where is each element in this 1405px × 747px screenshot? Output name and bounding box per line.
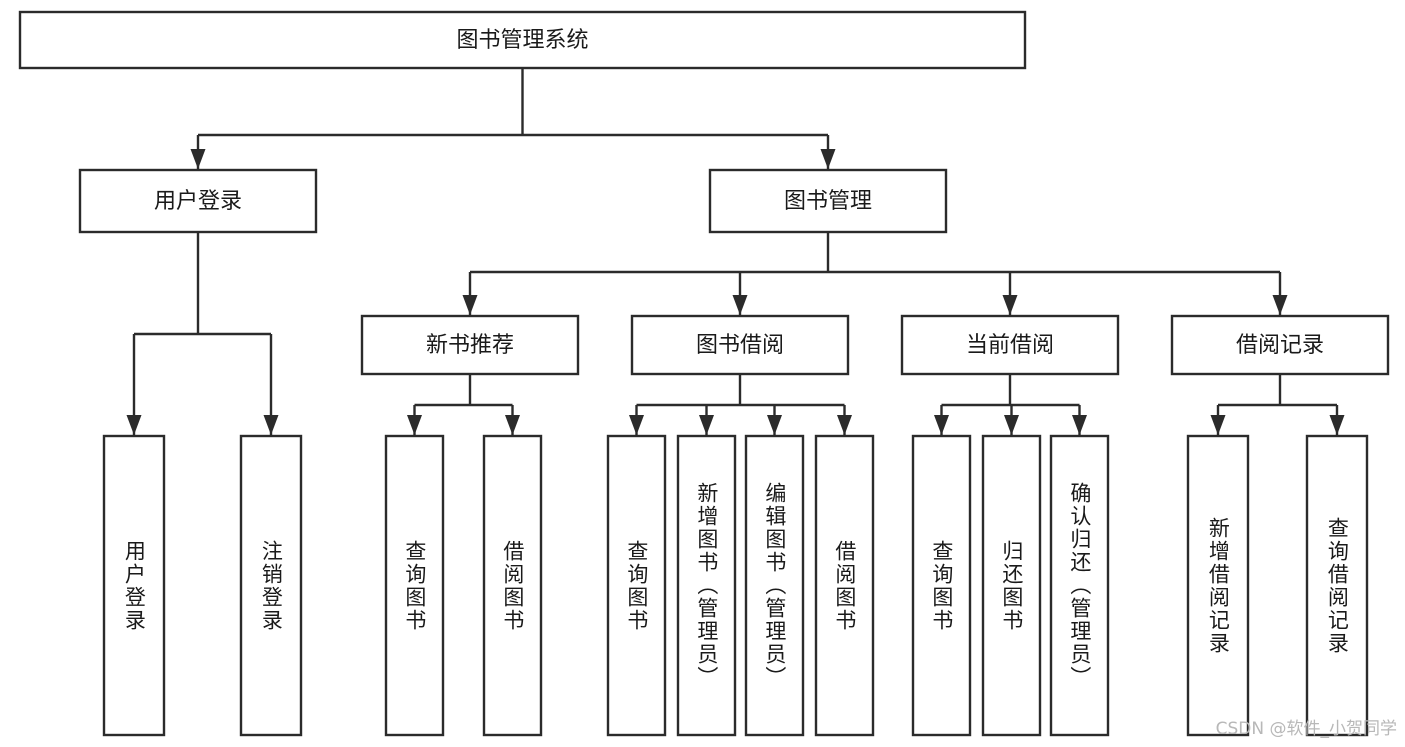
node-level3-图书借阅-label: 图书借阅 (696, 333, 784, 358)
node-leaf-用户登录[interactable] (102, 434, 166, 737)
node-level3-图书借阅[interactable]: 图书借阅 (630, 314, 850, 376)
arrow-head-icon-level3-2 (1002, 295, 1018, 315)
arrow-head-icon-level3-0 (462, 295, 478, 315)
node-level2-用户登录[interactable]: 用户登录 (78, 168, 318, 234)
node-level3-借阅记录-rect (1170, 314, 1390, 376)
node-leaf-编辑图书管理员[interactable] (744, 434, 805, 737)
node-level2-用户登录-label: 用户登录 (154, 189, 242, 214)
node-root-图书管理系统[interactable]: 图书管理系统 (18, 10, 1027, 70)
node-level3-当前借阅-rect (900, 314, 1120, 376)
node-level3-新书推荐-rect (360, 314, 580, 376)
arrow-head-icon-leaf-3 (505, 415, 520, 435)
arrow-head-icon-leaf-1 (263, 415, 279, 435)
arrow-head-icon-leaf-4 (629, 415, 644, 435)
arrow-head-icon-level2-0 (190, 149, 206, 169)
arrow-head-icon-leaf-12 (1329, 415, 1345, 435)
node-leaf-查询图书[interactable] (384, 434, 445, 737)
node-leaf-新增借阅记录-rect (1186, 434, 1250, 737)
node-level3-借阅记录-label: 借阅记录 (1236, 333, 1324, 358)
arrow-head-icon-leaf-5 (699, 415, 714, 435)
node-level3-图书借阅-rect (630, 314, 850, 376)
arrow-head-icon-leaf-2 (407, 415, 422, 435)
arrow-head-icon-leaf-0 (126, 415, 142, 435)
node-leaf-借阅图书-rect (482, 434, 543, 737)
node-leaf-查询图书[interactable] (606, 434, 667, 737)
node-leaf-新增借阅记录[interactable] (1186, 434, 1250, 737)
node-leaf-编辑图书管理员-rect (744, 434, 805, 737)
node-root-图书管理系统-label: 图书管理系统 (456, 28, 588, 53)
node-level3-当前借阅[interactable]: 当前借阅 (900, 314, 1120, 376)
connector-layer (126, 68, 1345, 435)
node-leaf-借阅图书[interactable] (482, 434, 543, 737)
node-level2-图书管理-label: 图书管理 (784, 189, 872, 214)
arrow-head-icon-leaf-11 (1210, 415, 1226, 435)
node-level3-当前借阅-label: 当前借阅 (966, 333, 1054, 358)
node-leaf-借阅图书[interactable] (814, 434, 875, 737)
node-leaf-归还图书[interactable] (981, 434, 1042, 737)
arrow-head-icon-level3-3 (1272, 295, 1288, 315)
arrow-head-icon-level3-1 (732, 295, 748, 315)
node-leaf-查询图书-rect (911, 434, 972, 737)
node-leaf-查询借阅记录-rect (1305, 434, 1369, 737)
node-level3-新书推荐[interactable]: 新书推荐 (360, 314, 580, 376)
node-level2-用户登录-rect (78, 168, 318, 234)
node-root-图书管理系统-rect (18, 10, 1027, 70)
node-leaf-用户登录-rect (102, 434, 166, 737)
arrow-head-icon-leaf-7 (837, 415, 852, 435)
node-level3-借阅记录[interactable]: 借阅记录 (1170, 314, 1390, 376)
node-leaf-确认归还管理员-rect (1049, 434, 1110, 737)
node-leaf-查询图书-rect (384, 434, 445, 737)
node-leaf-新增图书管理员[interactable] (676, 434, 737, 737)
arrow-head-icon-leaf-8 (934, 415, 949, 435)
node-level2-图书管理-rect (708, 168, 948, 234)
arrow-head-icon-level2-1 (820, 149, 836, 169)
node-leaf-新增图书管理员-rect (676, 434, 737, 737)
watermark-text: CSDN @软件_小贺同学 (1215, 719, 1397, 739)
arrow-head-icon-leaf-9 (1004, 415, 1019, 435)
node-leaf-注销登录-rect (239, 434, 303, 737)
node-leaf-借阅图书-rect (814, 434, 875, 737)
node-leaf-归还图书-rect (981, 434, 1042, 737)
arrow-head-icon-leaf-10 (1072, 415, 1087, 435)
node-leaf-确认归还管理员[interactable] (1049, 434, 1110, 737)
arrow-head-icon-leaf-6 (767, 415, 782, 435)
node-leaf-查询图书-rect (606, 434, 667, 737)
node-level2-图书管理[interactable]: 图书管理 (708, 168, 948, 234)
node-leaf-查询借阅记录[interactable] (1305, 434, 1369, 737)
node-leaf-查询图书[interactable] (911, 434, 972, 737)
node-leaf-注销登录[interactable] (239, 434, 303, 737)
node-level3-新书推荐-label: 新书推荐 (426, 333, 514, 358)
